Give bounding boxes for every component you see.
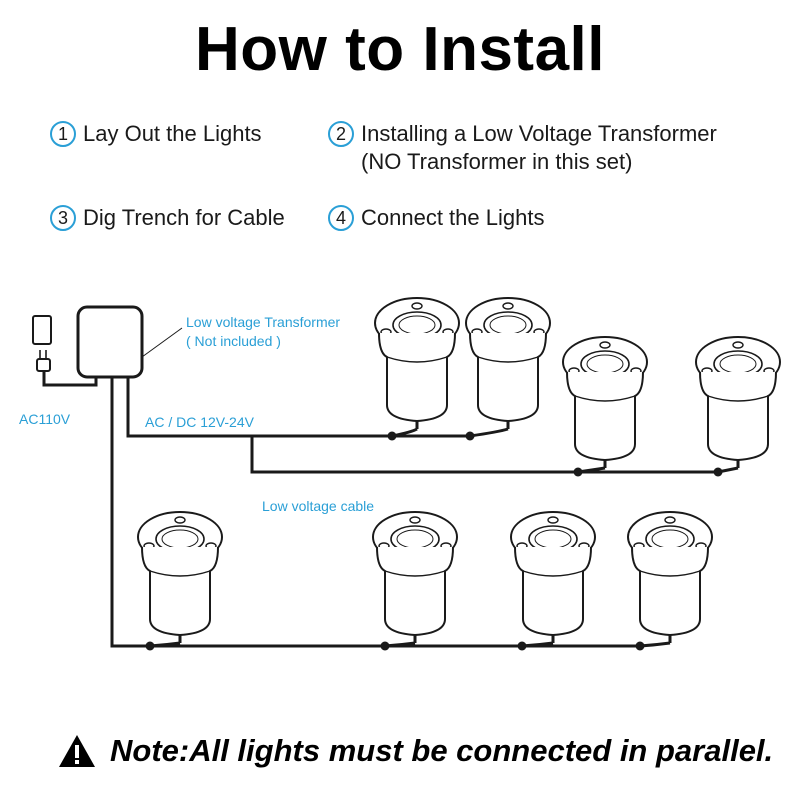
- transformer-label: Low voltage Transformer: [186, 314, 340, 330]
- connection-point: [573, 467, 583, 477]
- light-fixture: [136, 510, 224, 645]
- step-number-badge: 3: [50, 205, 76, 231]
- note-banner: Note:All lights must be connected in par…: [58, 733, 778, 769]
- step-3: 3 Dig Trench for Cable: [50, 204, 285, 232]
- transformer-sublabel: ( Not included ): [186, 333, 281, 349]
- step-number-badge: 4: [328, 205, 354, 231]
- step-4: 4 Connect the Lights: [328, 204, 544, 232]
- wall-outlet-icon: [32, 315, 52, 345]
- connection-point: [635, 641, 645, 651]
- light-fixture: [464, 296, 552, 431]
- cable-label: Low voltage cable: [262, 498, 374, 514]
- connection-point: [713, 467, 723, 477]
- light-fixture: [509, 510, 597, 645]
- connection-point: [465, 431, 475, 441]
- step-number-badge: 1: [50, 121, 76, 147]
- step-text: Connect the Lights: [361, 205, 545, 230]
- light-lead: [639, 641, 671, 648]
- light-fixture: [626, 510, 714, 645]
- connection-point: [380, 641, 390, 651]
- step-text: Dig Trench for Cable: [83, 205, 285, 230]
- step-number-badge: 2: [328, 121, 354, 147]
- light-lead: [469, 427, 509, 438]
- step-subtext: (NO Transformer in this set): [361, 149, 633, 174]
- step-text: Lay Out the Lights: [83, 121, 262, 146]
- light-fixture: [561, 335, 649, 470]
- connection-point: [145, 641, 155, 651]
- step-text: Installing a Low Voltage Transformer: [361, 121, 717, 146]
- output-voltage-label: AC / DC 12V-24V: [145, 414, 255, 430]
- page-title: How to Install: [195, 15, 605, 84]
- light-fixture: [371, 510, 459, 645]
- step-1: 1 Lay Out the Lights: [50, 120, 262, 148]
- light-fixture: [694, 335, 782, 470]
- connection-point: [387, 431, 397, 441]
- note-text: Note:All lights must be connected in par…: [110, 733, 774, 768]
- step-2: 2 Installing a Low Voltage Transformer (…: [328, 120, 717, 176]
- power-label: AC110V: [19, 411, 71, 427]
- warning-icon: [59, 735, 95, 767]
- connection-point: [517, 641, 527, 651]
- light-fixture: [373, 296, 461, 431]
- transformer-leader-line: [141, 327, 183, 358]
- low-voltage-cable: [110, 377, 718, 648]
- plug-icon: [36, 350, 98, 387]
- transformer-box: [76, 305, 144, 379]
